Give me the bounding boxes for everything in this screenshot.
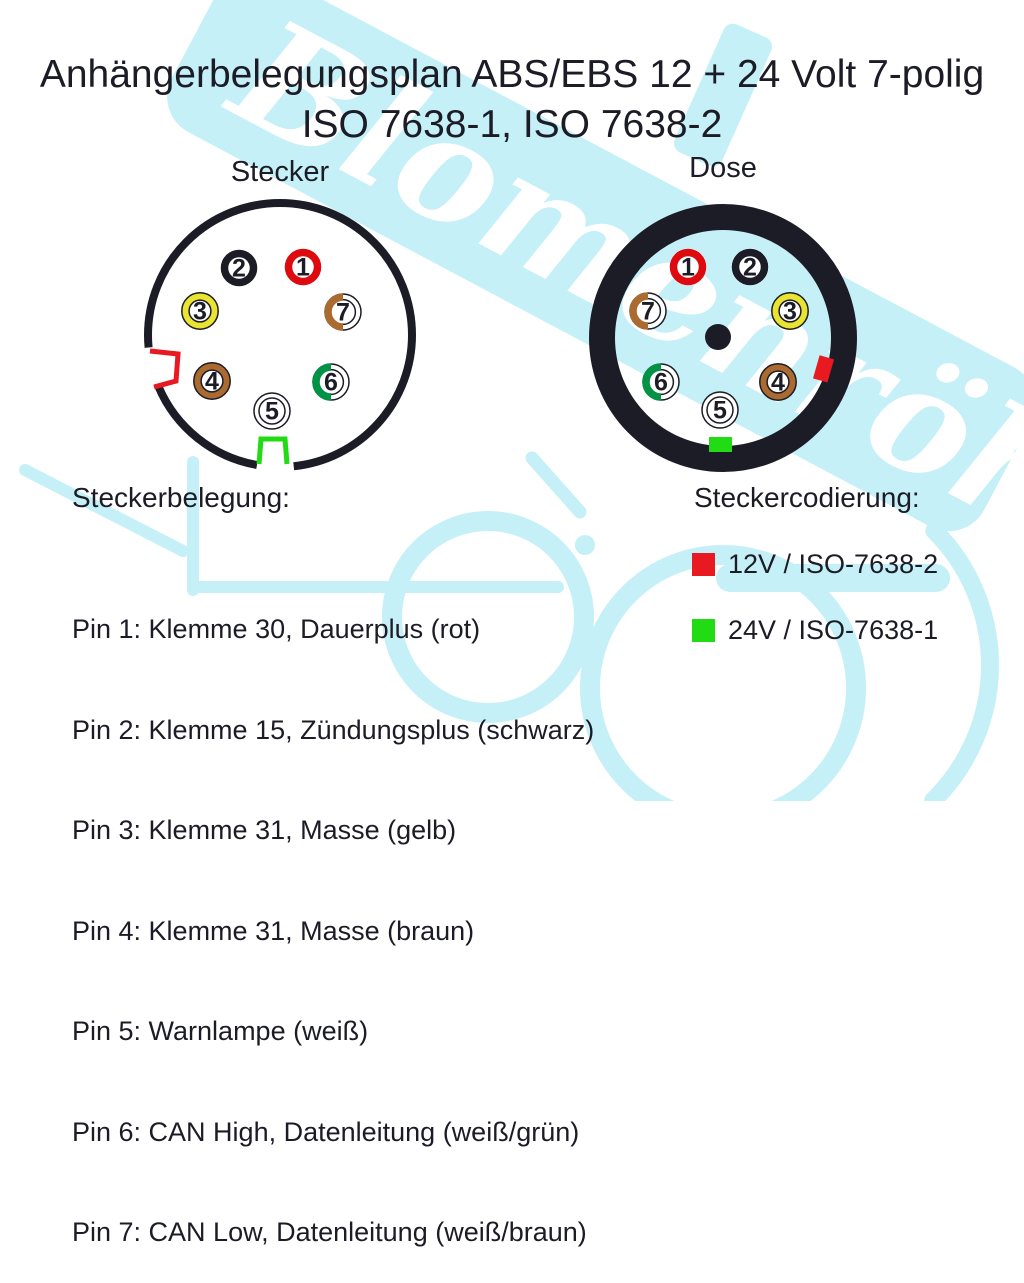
stecker-12v-coding-notch xyxy=(149,348,181,390)
stecker-outline xyxy=(144,199,416,471)
dose-pin-5: 5 xyxy=(701,391,739,429)
svg-text:4: 4 xyxy=(771,369,785,397)
stecker-pin-5: 5 xyxy=(253,392,291,430)
pin-assignment-list: Pin 1: Klemme 30, Dauerplus (rot) Pin 2:… xyxy=(72,546,594,1283)
svg-text:5: 5 xyxy=(265,398,279,426)
watermark-dot xyxy=(575,535,595,555)
pin-assignment-line: Pin 2: Klemme 15, Zündungsplus (schwarz) xyxy=(72,714,595,745)
green-coding-swatch xyxy=(692,619,715,642)
dose-outline xyxy=(589,204,857,472)
dose-pin-4: 4 xyxy=(759,363,797,401)
pin-assignment-line: Pin 1: Klemme 30, Dauerplus (rot) xyxy=(72,614,481,644)
watermark-fragment xyxy=(673,23,773,167)
svg-text:5: 5 xyxy=(713,397,727,425)
svg-text:2: 2 xyxy=(232,255,246,283)
dose-pin-1: 1 xyxy=(669,248,707,286)
svg-text:6: 6 xyxy=(324,369,338,397)
stecker-pin-2: 2 xyxy=(220,249,258,287)
stecker-label: Stecker xyxy=(230,156,330,188)
pin-assignment-line: Pin 5: Warnlampe (weiß) xyxy=(72,1016,369,1046)
pin-assignment-line: Pin 4: Klemme 31, Masse (braun) xyxy=(72,915,475,946)
page-subtitle: ISO 7638-1, ISO 7638-2 xyxy=(301,103,723,146)
svg-text:3: 3 xyxy=(783,298,797,326)
stecker-diagram: 1 2 3 4 5 6 7 xyxy=(144,199,416,471)
dose-24v-coding-mark xyxy=(709,437,732,452)
dose-pin-3: 3 xyxy=(771,292,809,330)
watermark-circle-small xyxy=(382,511,594,723)
dose-12v-coding-mark xyxy=(813,355,835,383)
pin-assignment-heading: Steckerbelegung: xyxy=(72,482,290,513)
stecker-pin-4: 4 xyxy=(193,362,231,400)
pin-assignment-line: Pin 3: Klemme 31, Masse (gelb) xyxy=(72,815,457,845)
svg-text:7: 7 xyxy=(641,298,655,326)
svg-text:1: 1 xyxy=(681,254,695,282)
dose-label: Dose xyxy=(689,152,757,184)
red-coding-swatch xyxy=(692,553,715,576)
watermark-arc xyxy=(601,466,999,801)
coding-item-label: 12V / ISO-7638-2 xyxy=(728,549,939,579)
stecker-pin-1: 1 xyxy=(284,248,322,286)
watermark-logo xyxy=(19,451,999,801)
dose-pin-7: 7 xyxy=(629,292,667,330)
stecker-pin-7: 7 xyxy=(324,293,362,331)
svg-text:1: 1 xyxy=(296,254,310,282)
svg-text:4: 4 xyxy=(205,368,219,396)
dose-diagram: 1 2 3 4 5 6 7 xyxy=(589,204,857,472)
svg-text:6: 6 xyxy=(654,369,668,397)
page-title: Anhängerbelegungsplan ABS/EBS 12 + 24 Vo… xyxy=(39,53,985,96)
pin-assignment-line: Pin 6: CAN High, Datenleitung (weiß/grün… xyxy=(72,1116,580,1147)
stecker-24v-coding-notch xyxy=(256,436,290,465)
svg-text:3: 3 xyxy=(193,298,207,326)
coding-heading: Steckercodierung: xyxy=(694,482,920,513)
svg-text:7: 7 xyxy=(336,299,350,327)
dose-pin-6: 6 xyxy=(642,363,680,401)
dose-pin-2: 2 xyxy=(731,248,769,286)
stecker-pin-3: 3 xyxy=(181,292,219,330)
watermark-circle-large xyxy=(580,545,866,801)
stecker-pin-6: 6 xyxy=(312,363,350,401)
coding-item-12v: 12V / ISO-7638-2 xyxy=(692,549,938,580)
pin-assignment-line: Pin 7: CAN Low, Datenleitung (weiß/braun… xyxy=(72,1217,587,1247)
svg-text:2: 2 xyxy=(743,254,757,282)
dose-center-pin xyxy=(705,324,731,350)
coding-item-24v: 24V / ISO-7638-1 xyxy=(692,615,938,646)
coding-item-label: 24V / ISO-7638-1 xyxy=(728,615,939,645)
